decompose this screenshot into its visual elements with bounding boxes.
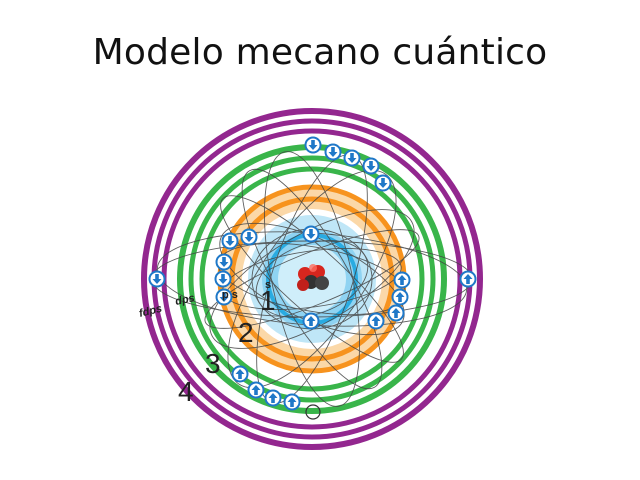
electron-down xyxy=(240,228,258,246)
arrow-up-icon xyxy=(371,316,381,326)
arrow-down-icon xyxy=(366,161,376,171)
arrow-down-icon xyxy=(244,232,254,242)
electron-down xyxy=(215,288,233,306)
arrow-up-icon xyxy=(391,308,401,318)
shell-number-3: 3 xyxy=(205,348,221,379)
electron-up xyxy=(264,389,282,407)
arrow-down-icon xyxy=(328,147,338,157)
arrow-down-icon xyxy=(378,178,388,188)
shell-number-1: 1 xyxy=(260,285,276,316)
arrow-up-icon xyxy=(268,393,278,403)
electron-down xyxy=(302,225,320,243)
arrow-up-icon xyxy=(306,316,316,326)
electron-up xyxy=(367,312,385,330)
subshell-label-shell1: s xyxy=(265,279,271,291)
arrow-down-icon xyxy=(347,153,357,163)
arrow-down-icon xyxy=(219,257,229,267)
arrow-down-icon xyxy=(225,236,235,246)
electron-down xyxy=(343,149,361,167)
empty-orbital-marker xyxy=(305,404,321,420)
electron-up xyxy=(302,312,320,330)
arrow-down-icon xyxy=(308,140,318,150)
electron-up xyxy=(231,365,249,383)
arrow-up-icon xyxy=(235,369,245,379)
electron-up xyxy=(247,381,265,399)
electron-down xyxy=(148,270,166,288)
electron-up xyxy=(459,270,477,288)
arrow-up-icon xyxy=(397,275,407,285)
electron-down xyxy=(304,136,322,154)
electron-up xyxy=(393,271,411,289)
subshell-label-shell3: dps xyxy=(174,292,196,308)
slide-title: Modelo mecano cuántico xyxy=(92,32,548,73)
arrow-up-icon xyxy=(395,292,405,302)
arrow-down-icon xyxy=(152,274,162,284)
nucleus xyxy=(297,264,329,291)
electron-down xyxy=(362,157,380,175)
electron-up xyxy=(387,304,405,322)
electron-up xyxy=(391,288,409,306)
arrow-down-icon xyxy=(219,292,229,302)
subshell-label-shell2: p s xyxy=(222,289,238,301)
electron-up xyxy=(283,393,301,411)
electron-down xyxy=(324,143,342,161)
electron-down xyxy=(214,270,232,288)
arrow-down-icon xyxy=(306,229,316,239)
electrons xyxy=(148,136,477,411)
arrow-down-icon xyxy=(218,274,228,284)
shell-number-4: 4 xyxy=(178,376,194,407)
electron-down xyxy=(215,253,233,271)
arrow-up-icon xyxy=(463,274,473,284)
subshell-label-shell4: fdps xyxy=(138,303,163,320)
electron-down xyxy=(374,174,392,192)
electron-down xyxy=(221,232,239,250)
arrow-up-icon xyxy=(287,397,297,407)
shell-number-2: 2 xyxy=(238,317,254,348)
arrow-up-icon xyxy=(251,385,261,395)
